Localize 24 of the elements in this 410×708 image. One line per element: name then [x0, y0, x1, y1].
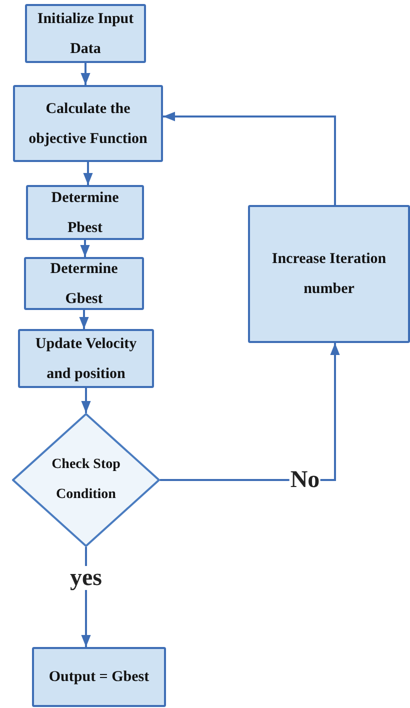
- arrow: [163, 112, 336, 205]
- edge-label: yes: [69, 566, 103, 590]
- node-text: Calculate the objective Function: [28, 100, 148, 148]
- process-box: [13, 85, 163, 162]
- node-text: Output = Gbest: [48, 668, 150, 687]
- node-text: Initialize Input Data: [36, 10, 135, 58]
- arrow: [80, 63, 90, 85]
- node-text: Check Stop Condition: [50, 456, 122, 504]
- node-text: Determine Pbest: [50, 188, 120, 238]
- decision-diamond: [12, 413, 160, 547]
- process-box: [32, 647, 166, 707]
- process-box: [18, 329, 154, 388]
- arrow: [79, 310, 89, 329]
- node-text: Increase Iteration number: [270, 250, 388, 299]
- arrow: [160, 343, 340, 481]
- arrow: [83, 162, 93, 185]
- arrow: [81, 388, 91, 413]
- process-box: [26, 185, 144, 240]
- node-text: Determine Gbest: [49, 260, 119, 308]
- arrow: [80, 240, 90, 257]
- node-text: Update Velocity and position: [34, 334, 138, 384]
- process-box: [248, 205, 410, 343]
- process-box: [24, 257, 144, 310]
- process-box: [25, 4, 146, 63]
